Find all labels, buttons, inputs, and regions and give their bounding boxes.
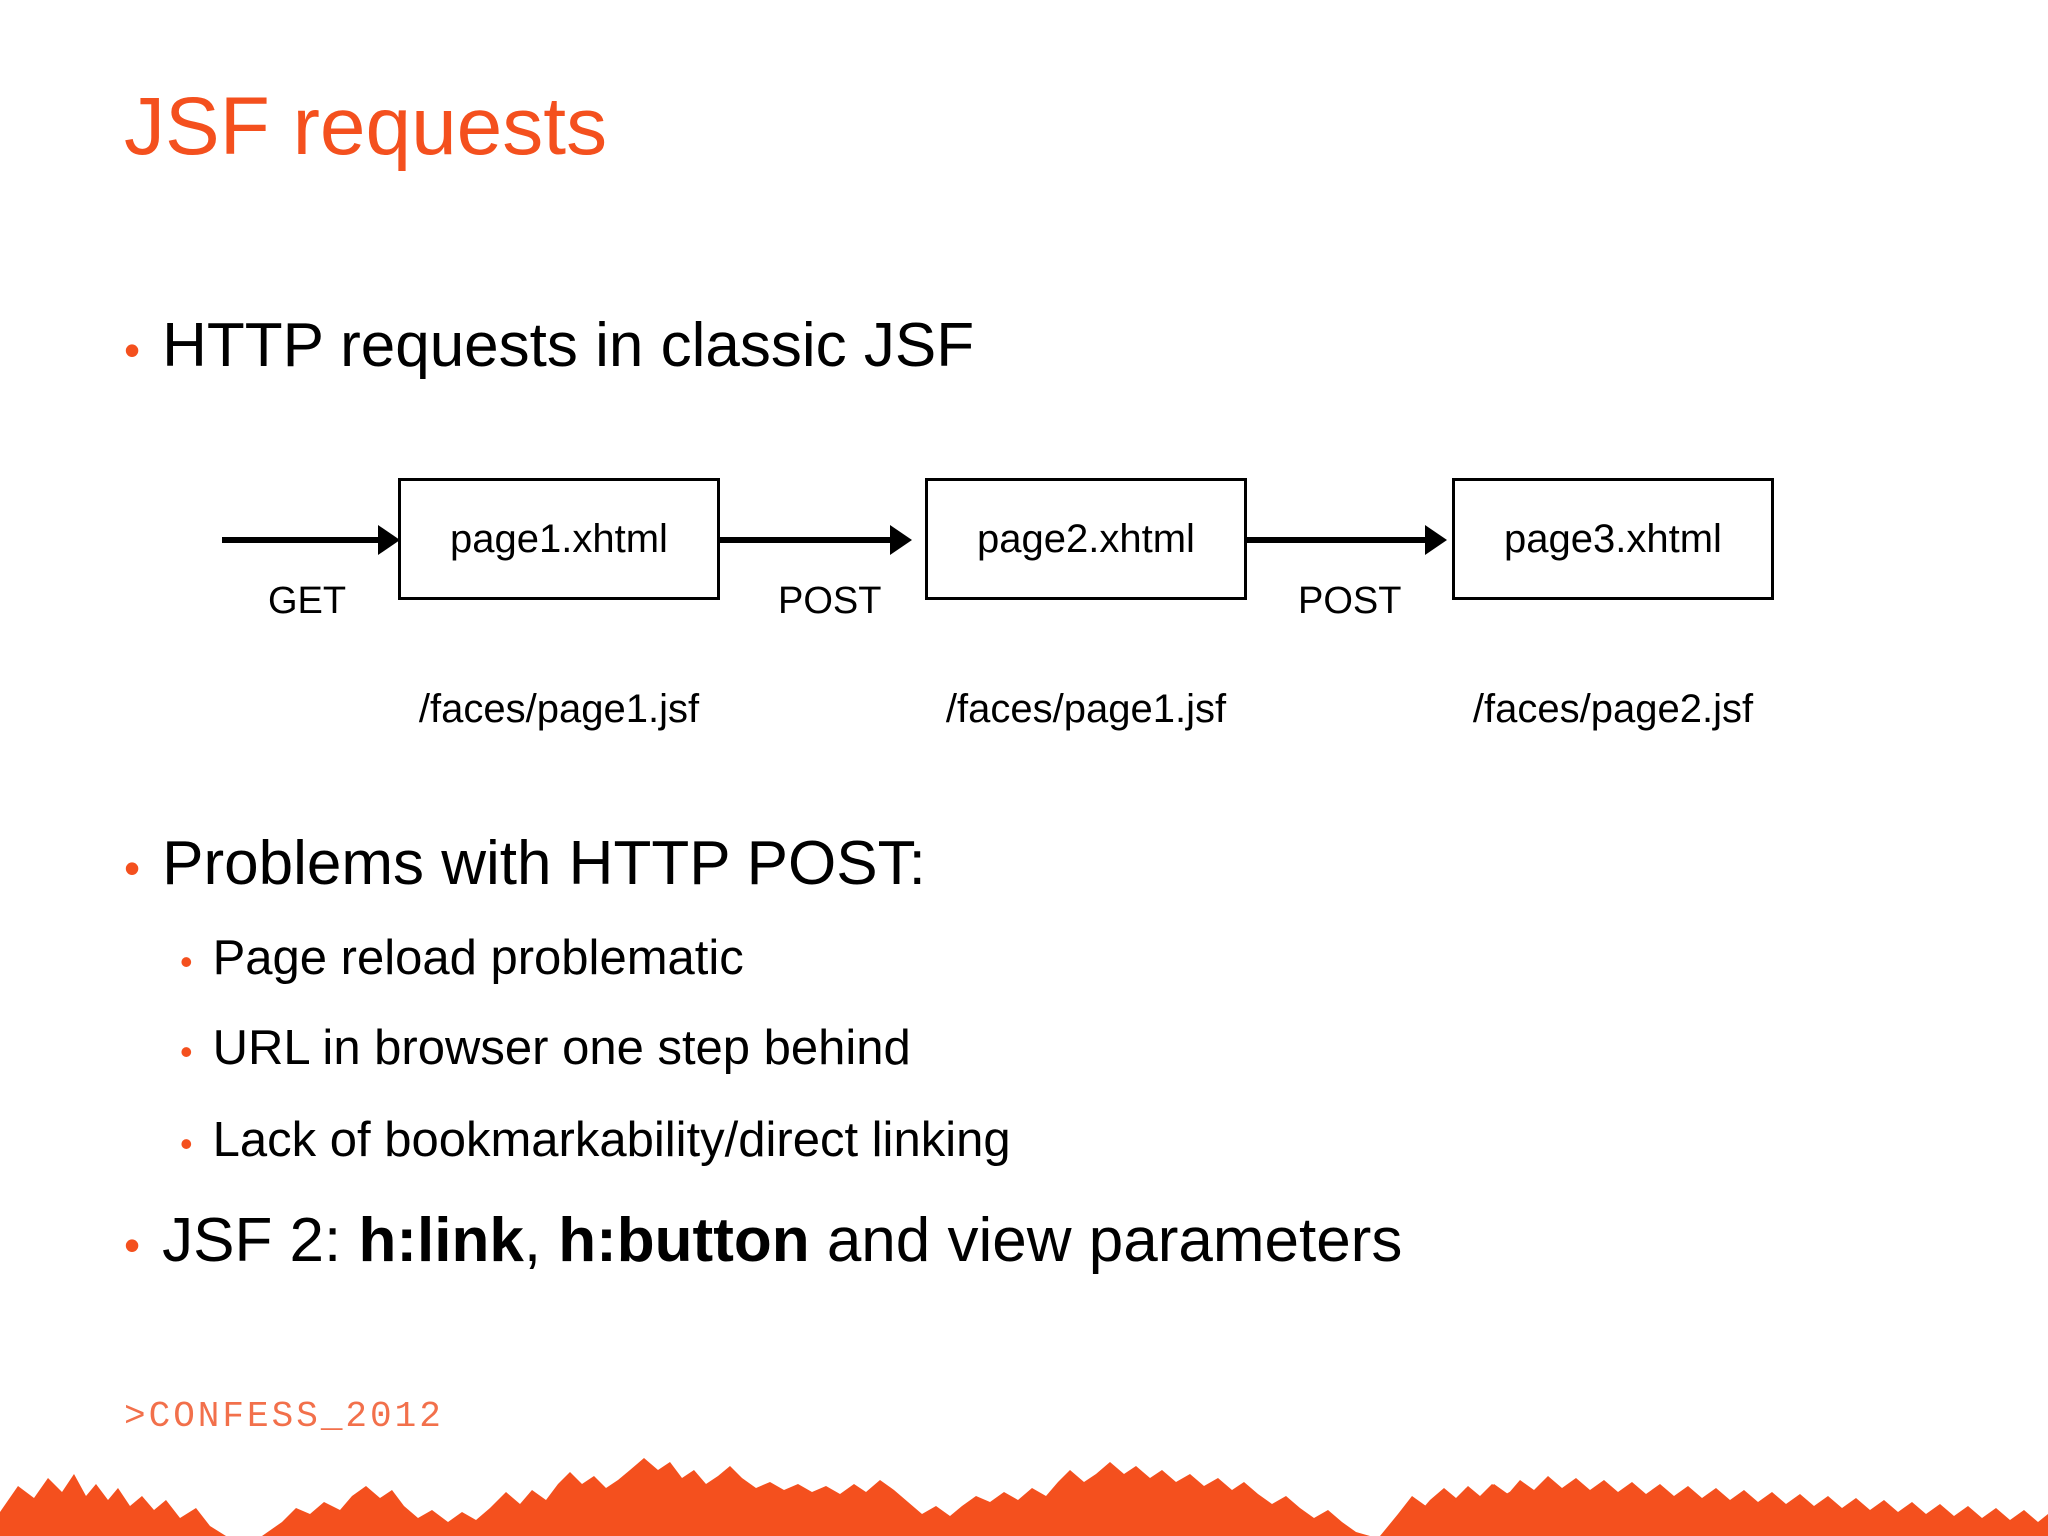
bullet-item-jsf2-hlink-hbutton: • JSF 2: h:link, h:button and view param…	[124, 1205, 1402, 1276]
arrow-head-post-2	[1425, 525, 1447, 555]
sub-bullet-label: URL in browser one step behind	[212, 1021, 911, 1075]
sub-bullet-item-page-reload: • Page reload problematic	[180, 930, 744, 986]
bullet-label: Problems with HTTP POST:	[162, 829, 926, 898]
node-box-page3: page3.xhtml	[1452, 478, 1774, 600]
sub-bullet-label: Page reload problematic	[212, 931, 744, 985]
bullet-item-problems-post: • Problems with HTTP POST:	[124, 828, 926, 899]
arrow-line-post-1	[720, 537, 892, 543]
bullet-dot-icon: •	[124, 842, 141, 894]
node-label: page2.xhtml	[977, 516, 1195, 561]
node-box-page1: page1.xhtml	[398, 478, 720, 600]
sub-bullet-label: Lack of bookmarkability/direct linking	[212, 1113, 1011, 1167]
bullet-item-http-requests: • HTTP requests in classic JSF	[124, 310, 974, 381]
node-box-page2: page2.xhtml	[925, 478, 1247, 600]
confess-logo-text: >CONFESS_2012	[124, 1396, 444, 1437]
edge-label-get: GET	[268, 580, 347, 622]
edge-label-post-1: POST	[778, 580, 882, 622]
node-label: page1.xhtml	[450, 516, 668, 561]
path-caption-3: /faces/page2.jsf	[1472, 687, 1754, 731]
arrow-line-post-2	[1247, 537, 1427, 543]
path-caption-2: /faces/page1.jsf	[945, 687, 1227, 731]
bullet-text-suffix: and view parameters	[809, 1206, 1403, 1275]
bullet-dot-icon: •	[180, 941, 193, 982]
page-title: JSF requests	[124, 81, 608, 172]
sub-bullet-item-url-behind: • URL in browser one step behind	[180, 1020, 911, 1076]
arrow-head-post-1	[890, 525, 912, 555]
node-label: page3.xhtml	[1504, 516, 1722, 561]
code-token-hlink: h:link	[358, 1206, 524, 1275]
bullet-label: HTTP requests in classic JSF	[162, 311, 975, 380]
sub-bullet-item-bookmarkability: • Lack of bookmarkability/direct linking	[180, 1112, 1011, 1168]
mountain-range-icon	[0, 1458, 2048, 1536]
edge-label-post-2: POST	[1298, 580, 1402, 622]
bullet-dot-icon: •	[180, 1031, 193, 1072]
bullet-label-composite: JSF 2: h:link, h:button and view paramet…	[162, 1205, 1402, 1276]
bullet-dot-icon: •	[180, 1123, 193, 1164]
arrow-head-get	[378, 525, 400, 555]
code-token-hbutton: h:button	[558, 1206, 810, 1275]
bullet-dot-icon: •	[124, 324, 141, 376]
bullet-dot-icon: •	[124, 1219, 141, 1271]
bullet-text-separator: ,	[523, 1206, 559, 1275]
arrow-line-get	[222, 537, 380, 543]
path-caption-1: /faces/page1.jsf	[418, 687, 700, 731]
bullet-text-prefix: JSF 2:	[162, 1206, 359, 1275]
